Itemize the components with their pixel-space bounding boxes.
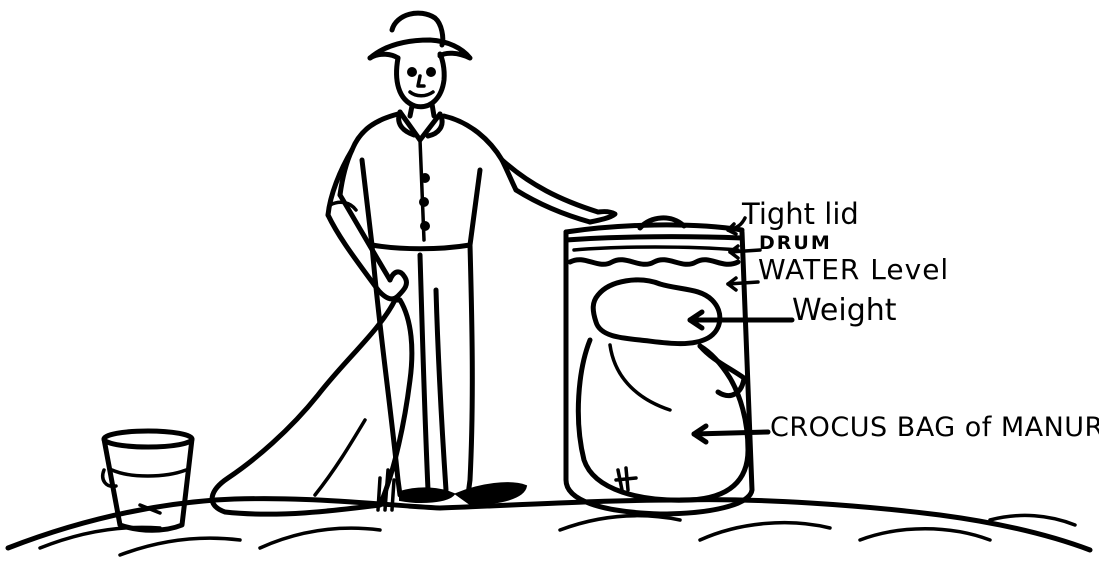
arrow-bag-icon — [694, 426, 768, 442]
bucket-icon — [103, 431, 192, 530]
label-crocus-bag: CROCUS BAG of MANURE — [770, 414, 1099, 441]
label-weight: Weight — [792, 296, 897, 326]
label-drum: DRUM — [759, 234, 832, 253]
arrow-weight-icon — [690, 312, 792, 328]
label-tight-lid: Tight lid — [742, 200, 859, 229]
label-water-level: WATER Level — [758, 256, 949, 284]
manure-bag-icon — [578, 340, 748, 500]
